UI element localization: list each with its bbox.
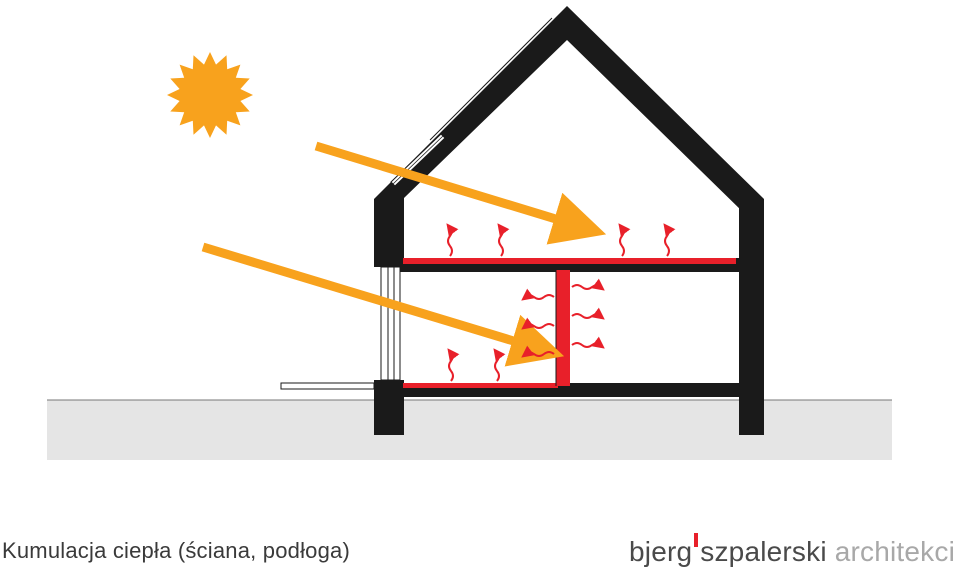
heat-wave-up-icon [618, 223, 631, 257]
right-wall [739, 199, 764, 435]
ground-floor-heat-layer [403, 383, 558, 388]
heat-wave-up-icon [446, 223, 459, 257]
left-wall-upper [374, 199, 404, 267]
sunlight-arrow-lower [201, 242, 565, 367]
heat-wave-left-icon [521, 317, 555, 330]
interior-storage-wall [556, 270, 570, 386]
ground [47, 400, 892, 460]
caption: Kumulacja ciepła (ściana, podłoga) [2, 538, 350, 563]
logo-part-architekci: architekci [834, 536, 955, 567]
heat-wave-right-icon [571, 278, 605, 291]
upper-floor-heat-layer [403, 258, 736, 264]
roof [374, 6, 764, 214]
sunlight-arrow-upper [314, 141, 607, 245]
heat-wave-up-icon [447, 348, 460, 382]
heat-wave-right-icon [571, 307, 605, 320]
glazed-facade [380, 266, 401, 381]
heat-wave-left-icon [521, 345, 555, 358]
heat-wave-right-icon [571, 336, 605, 349]
heat-wave-left-icon [521, 288, 555, 301]
logo-part-bjerg: bjerg [629, 536, 693, 567]
heat-wave-up-icon [497, 223, 510, 257]
terrace [280, 382, 375, 390]
heat-waves [446, 223, 676, 382]
logo-separator [694, 533, 699, 547]
sun-icon [167, 52, 253, 138]
heat-wave-up-icon [493, 348, 506, 382]
left-wall-base [374, 380, 404, 435]
logo-part-szpalerski: szpalerski [700, 536, 827, 567]
heat-wave-up-icon [663, 223, 676, 257]
